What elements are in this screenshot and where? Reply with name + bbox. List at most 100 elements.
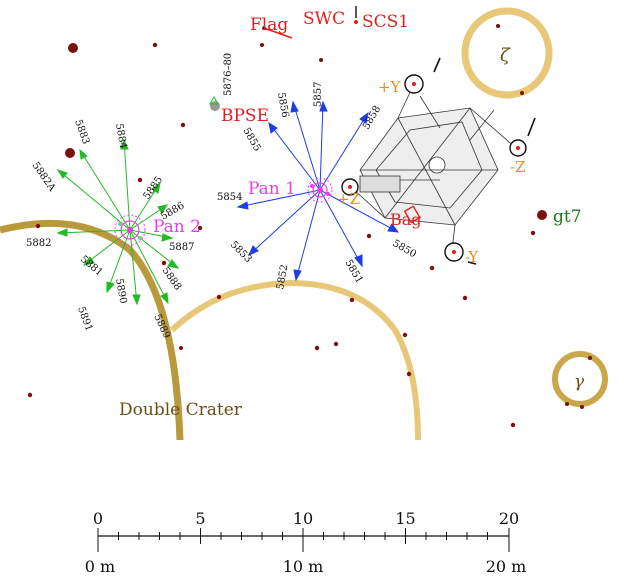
pan2-ray-arrowhead: [132, 294, 141, 306]
rock: [496, 24, 500, 28]
crater-rims: [0, 7, 608, 441]
photo-label: 5882: [26, 238, 51, 249]
rock: [406, 371, 412, 377]
pan1-ray-arrowhead: [293, 269, 302, 282]
bag-label: Bag: [390, 210, 422, 229]
photo-label: 5888: [160, 265, 184, 292]
pan2-ray: [129, 229, 179, 269]
pan2-ray: [57, 169, 131, 231]
rock: [565, 402, 569, 406]
gt7-rock: [537, 210, 547, 220]
scale-bar-bottom-labels: 0 m 10 m 20 m: [85, 557, 527, 576]
pan1-ray: [237, 189, 321, 208]
pan1-ray-arrowhead: [359, 111, 369, 124]
photo-label: 5884: [113, 123, 128, 150]
lm-minus-y-label: -Y: [465, 248, 479, 266]
pan1-marker: [307, 177, 333, 203]
lunar-module: [341, 57, 536, 265]
scale-tick-label: 20: [499, 509, 519, 528]
pan1-ray: [319, 112, 369, 191]
rock: [588, 356, 592, 360]
pan2-ray-arrowhead: [106, 281, 115, 294]
scs1-label: SCS1: [362, 12, 409, 32]
pan2-ray: [129, 229, 138, 305]
rock: [402, 332, 408, 338]
pan2-marker: [114, 214, 146, 246]
lm-plus-y-label: +Y: [378, 78, 402, 96]
rock: [197, 225, 203, 231]
pan2-ray-arrowhead: [161, 233, 174, 242]
photo-label: 5885: [141, 175, 165, 202]
pan1-ray: [319, 101, 324, 191]
pan2-ray-arrowhead: [151, 181, 161, 194]
lm-plus-z-label: +Z: [337, 190, 360, 208]
pan2-ray-arrowhead: [157, 204, 169, 214]
pan1-ray: [319, 189, 399, 233]
pan2-ray-arrowhead: [56, 169, 68, 179]
rock: [429, 265, 435, 271]
bag-marker: [403, 205, 421, 224]
rock: [319, 58, 323, 62]
pan2-ray: [106, 229, 131, 293]
pan1-ray-arrowhead: [354, 254, 363, 268]
photo-5876-80-label: 5876–80: [223, 53, 234, 96]
rock: [530, 230, 536, 236]
photo-label: 5887: [169, 242, 194, 253]
rock: [510, 422, 516, 428]
photo-label: 5854: [217, 192, 242, 203]
flag-label: Flag: [250, 15, 288, 35]
pan2-ray-arrowhead: [160, 292, 169, 305]
double-crater-west-rim: [0, 219, 184, 441]
pan2-ray: [79, 149, 131, 231]
pan2-ray-arrowhead: [82, 256, 95, 266]
photo-label: 5883: [72, 118, 91, 146]
scale-bar: 0 5 10 15 20 0 m 10 m 20 m: [85, 509, 527, 576]
pan2-ray-arrowhead: [79, 148, 88, 160]
rock: [180, 122, 186, 128]
scale-tick-label: 0: [93, 509, 103, 528]
pan1-ray: [292, 101, 321, 191]
double-crater-east-rim: [169, 279, 421, 441]
rock: [137, 177, 143, 183]
pan2-ray: [57, 229, 131, 234]
pan1-ray: [248, 189, 321, 256]
pan1-ray: [295, 189, 321, 281]
pan2-rays: [56, 138, 180, 306]
lm-minus-z-label: -Z: [510, 158, 526, 176]
pan2-ray-arrowhead: [167, 259, 180, 269]
pan1-ray-arrowhead: [290, 100, 299, 113]
rock: [65, 148, 75, 158]
photo-label: 5856: [275, 92, 290, 119]
rock: [349, 297, 355, 303]
rock: [152, 42, 158, 48]
photo-label: 5881: [78, 254, 105, 279]
scale-unit-label: 0 m: [85, 557, 115, 576]
photo-label: 5852: [275, 264, 290, 291]
scale-unit-label: 20 m: [486, 557, 527, 576]
pan1-label: Pan 1: [248, 179, 296, 199]
pan2-ray-arrowhead: [56, 228, 68, 237]
scale-tick-label: 5: [195, 509, 205, 528]
pan1-rays: [236, 100, 400, 282]
rock: [27, 392, 33, 398]
gamma-label: γ: [574, 372, 585, 392]
bpse-triangle: [209, 95, 219, 105]
rock: [333, 341, 339, 347]
rock: [520, 91, 524, 95]
pan1-ray-arrowhead: [268, 121, 278, 134]
rock: [68, 43, 78, 53]
rocks: [27, 24, 592, 428]
pan2-label: Pan 2: [153, 217, 201, 237]
pan2-ray: [123, 139, 131, 231]
swc-label: SWC: [303, 9, 345, 29]
bpse-label: BPSE: [221, 106, 269, 126]
pan1-ray: [319, 189, 363, 267]
bpse-marker: [210, 101, 220, 111]
pan2-ray: [129, 229, 169, 304]
crater-gamma-rim: [552, 351, 608, 407]
deployment-markers: [209, 6, 421, 224]
photo-label: 5891: [75, 305, 94, 333]
scale-tick-label: 10: [293, 509, 313, 528]
scale-unit-label: 10 m: [283, 557, 324, 576]
pan1-ray-arrowhead: [319, 100, 328, 112]
